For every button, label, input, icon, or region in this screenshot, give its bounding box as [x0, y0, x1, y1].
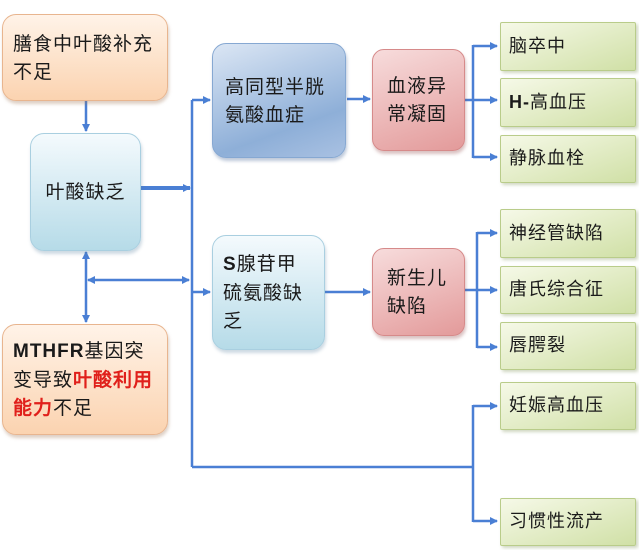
outcome-h-hypertension: H-高血压 [500, 78, 636, 127]
outcome-gestational-hypertension: 妊娠高血压 [500, 382, 636, 430]
outcome-neural-tube-defect: 神经管缺陷 [500, 209, 636, 258]
outcome-neural-tube-defect-label: 神经管缺陷 [509, 222, 604, 244]
outcome-venous-thrombosis: 静脉血栓 [500, 135, 636, 183]
node-birth-defect-line1: 新生儿 [387, 267, 448, 289]
outcome-stroke-label: 脑卒中 [509, 35, 566, 57]
node-birth-defect: 新生儿 缺陷 [372, 248, 465, 336]
node-sam-prefix: S [223, 254, 237, 275]
outcome-stroke: 脑卒中 [500, 22, 636, 71]
outcome-h-hypertension-label: 高血压 [530, 92, 587, 113]
outcome-cleft-lip: 唇腭裂 [500, 322, 636, 370]
node-hyperhomocysteinemia: 高同型半胱 氨酸血症 [212, 43, 346, 158]
node-mthfr-line3-highlight: 能力 [13, 397, 54, 419]
node-mthfr-line2-highlight: 叶酸利用 [73, 369, 154, 391]
outcome-recurrent-miscarriage: 习惯性流产 [500, 498, 636, 546]
node-mthfr-line3-plain: 不足 [53, 397, 94, 419]
node-coagulation-line2: 常凝固 [387, 103, 448, 125]
outcome-cleft-lip-label: 唇腭裂 [509, 335, 566, 356]
node-abnormal-coagulation: 血液异 常凝固 [372, 49, 465, 151]
outcome-venous-thrombosis-label: 静脉血栓 [509, 148, 585, 169]
outcome-down-syndrome: 唐氏综合征 [500, 266, 636, 314]
node-diet-line2: 不足 [13, 60, 54, 83]
node-mthfr-line2-plain: 变导致 [13, 369, 74, 391]
node-mthfr-line1: 基因突 [84, 340, 145, 362]
node-coagulation-line1: 血液异 [387, 75, 448, 97]
node-birth-defect-line2: 缺陷 [387, 295, 428, 317]
node-sam-deficiency: S腺苷甲 硫氨酸缺 乏 [212, 235, 325, 350]
node-diet-line1: 膳食中叶酸补充 [13, 32, 154, 55]
outcome-gestational-hypertension-label: 妊娠高血压 [509, 395, 604, 416]
node-sam-line1: 腺苷甲 [236, 253, 297, 275]
outcome-down-syndrome-label: 唐氏综合征 [509, 279, 604, 300]
node-diet-insufficient: 膳食中叶酸补充 不足 [2, 14, 168, 101]
node-folate-deficiency-label: 叶酸缺乏 [45, 181, 126, 203]
node-homocysteine-line1: 高同型半胱 [225, 75, 326, 98]
node-sam-line3: 乏 [223, 310, 244, 332]
node-homocysteine-line2: 氨酸血症 [225, 103, 306, 126]
node-folate-deficiency: 叶酸缺乏 [30, 133, 141, 251]
node-mthfr-prefix: MTHFR [13, 341, 85, 362]
node-mthfr-mutation: MTHFR基因突 变导致叶酸利用 能力不足 [2, 324, 168, 435]
node-sam-line2: 硫氨酸缺 [223, 282, 304, 304]
outcome-recurrent-miscarriage-label: 习惯性流产 [509, 511, 604, 532]
outcome-h-prefix: H- [509, 92, 530, 112]
